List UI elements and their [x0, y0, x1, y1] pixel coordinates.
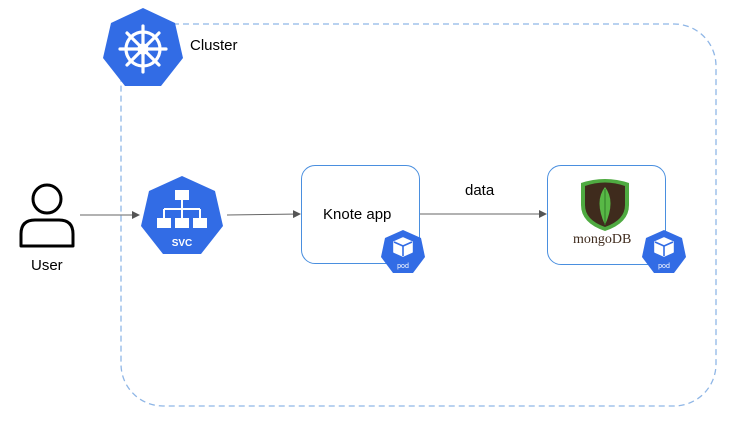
knote-app-label: Knote app [323, 206, 392, 223]
mongodb-pod-label: pod [658, 263, 670, 270]
mongodb-leaf-icon [581, 179, 629, 231]
service-label: SVC [172, 238, 193, 249]
mongodb-wordmark: mongoDB [573, 232, 632, 247]
user-label: User [31, 257, 63, 274]
pod-icon: pod [381, 230, 425, 273]
pod-icon: pod [642, 230, 686, 273]
user-icon [19, 183, 75, 248]
service-icon: SVC [141, 176, 223, 254]
edge-svc-to-app [226, 210, 301, 219]
knote-pod-label: pod [397, 263, 409, 270]
kubernetes-helm-icon [103, 8, 183, 86]
cluster-label: Cluster [190, 37, 238, 54]
edge-data-label: data [465, 182, 495, 199]
